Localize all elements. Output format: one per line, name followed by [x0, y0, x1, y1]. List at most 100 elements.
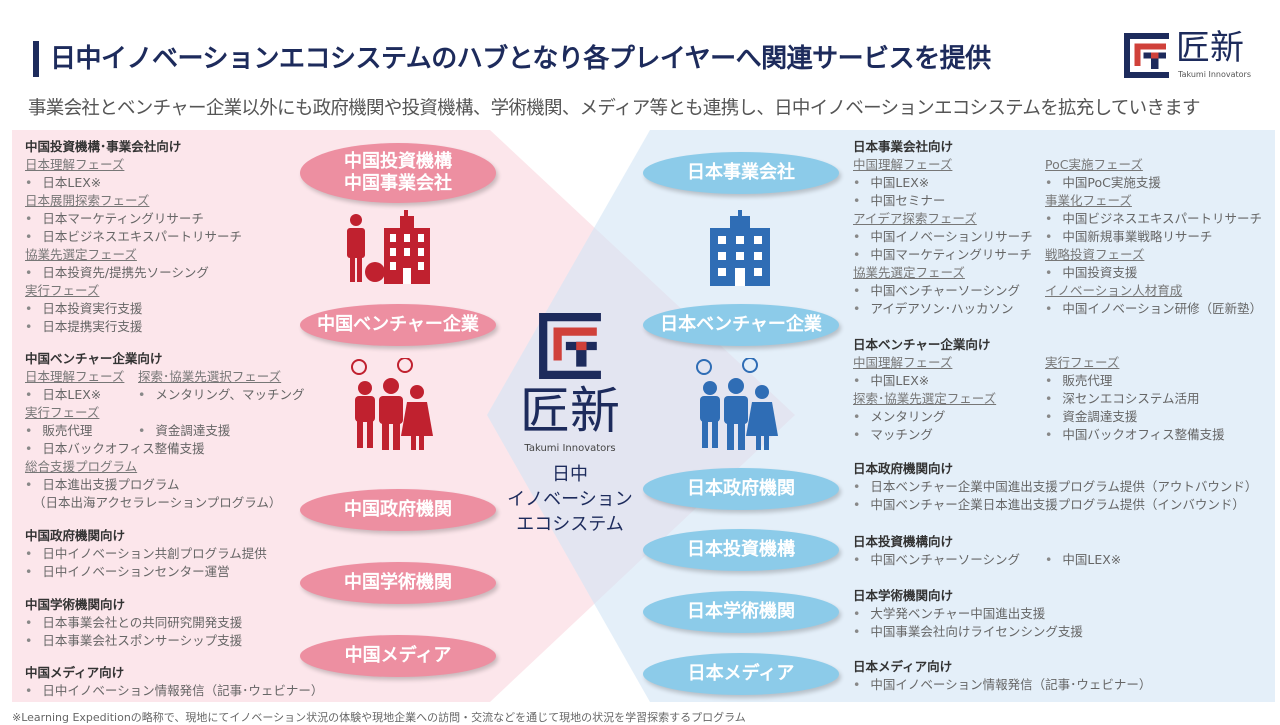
service-item: 大学発ベンチャー中国進出支援 — [853, 605, 1045, 623]
service-item: 日中イノベーション共創プログラム提供 — [25, 545, 266, 563]
service-item: 日中イノベーションセンター運営 — [25, 563, 229, 581]
block-heading: 日本事業会社向け — [853, 139, 954, 154]
service-item: 日中イノベーション情報発信（記事･ウェビナー） — [25, 682, 323, 700]
service-item: 日本投資先/提携先ソーシング — [25, 264, 208, 282]
phase-label: 探索･協業先選定フェーズ — [853, 391, 997, 406]
service-item: 中国イノベーション研修（匠新塾） — [1045, 300, 1262, 318]
phase-label: 実行フェーズ — [25, 283, 100, 298]
china-venture-people-icon — [351, 358, 433, 450]
page-title: 日中イノベーションエコシステムのハブとなり各プレイヤーへ関連サービスを提供 — [50, 44, 991, 74]
china-company-building-icon — [347, 210, 430, 284]
center-logo-mark-icon — [539, 313, 601, 379]
phase-label: 協業先選定フェーズ — [853, 265, 965, 280]
service-item: 日本投資実行支援 — [25, 300, 142, 318]
phase-label: 実行フェーズ — [25, 405, 100, 420]
phase-label: 中国理解フェーズ — [853, 355, 953, 370]
service-item: 販売代理 — [1045, 372, 1112, 390]
japan-player-pill: 日本ベンチャー企業 — [643, 304, 839, 346]
service-item: 日本LEX※ — [25, 174, 101, 192]
japan-player-pill: 日本投資機構 — [643, 529, 839, 571]
block-heading: 中国ベンチャー企業向け — [25, 351, 163, 366]
block-heading: 中国投資機構･事業会社向け — [25, 139, 182, 154]
phase-label: 日本理解フェーズ — [25, 369, 125, 384]
service-item: メンタリング — [853, 408, 945, 426]
phase-label: 事業化フェーズ — [1045, 193, 1132, 208]
japan-player-pill: 日本学術機関 — [643, 591, 839, 633]
footnote: ※Learning Expeditionの略称で、現地にてイノベーション状況の体… — [12, 711, 746, 724]
service-item: 資金調達支援 — [138, 422, 230, 440]
block-heading: 日本投資機構向け — [853, 534, 954, 549]
service-item: 日本マーケティングリサーチ — [25, 210, 204, 228]
block-heading: 中国学術機関向け — [25, 597, 126, 612]
service-item: 中国LEX※ — [853, 372, 929, 390]
service-item: 日本バックオフィス整備支援 — [25, 440, 204, 458]
service-item: 中国LEX※ — [853, 174, 929, 192]
service-item: 中国事業会社向けライセンシング支援 — [853, 623, 1083, 641]
service-item: 中国イノベーションリサーチ — [853, 228, 1032, 246]
service-item: 日本事業会社スポンサーシップ支援 — [25, 632, 242, 650]
service-item: 中国バックオフィス整備支援 — [1045, 426, 1224, 444]
block-heading: 日本メディア向け — [853, 659, 953, 674]
service-item: 中国投資支援 — [1045, 264, 1137, 282]
service-item: 資金調達支援 — [1045, 408, 1137, 426]
phase-label: 日本展開探索フェーズ — [25, 193, 150, 208]
service-item: 日本LEX※ — [25, 386, 101, 404]
center-logo-english: Takumi Innovators — [524, 443, 616, 454]
service-item: 日本ビジネスエキスパートリサーチ — [25, 228, 242, 246]
china-player-pill: 中国メディア — [300, 635, 496, 677]
phase-label: 実行フェーズ — [1045, 355, 1120, 370]
service-item: 中国ベンチャー企業日本進出支援プログラム提供（インバウンド） — [853, 496, 1245, 514]
header-logo-kanji: 匠新 — [1176, 28, 1244, 68]
service-item: アイデアソン･ハッカソン — [853, 300, 1013, 318]
phase-label: 日本理解フェーズ — [25, 157, 125, 172]
service-item: メンタリング、マッチング — [138, 386, 304, 404]
ecosystem-label-line2: イノベーション — [507, 489, 633, 510]
ecosystem-label-line3: エコシステム — [516, 514, 624, 535]
ecosystem-label: 日中 イノベーション エコシステム — [503, 462, 637, 537]
japan-player-pill: 日本政府機関 — [643, 468, 839, 510]
ecosystem-label-line1: 日中 — [552, 464, 588, 485]
phase-label: 中国理解フェーズ — [853, 157, 953, 172]
block-heading: 日本ベンチャー企業向け — [853, 337, 991, 352]
service-item: 中国ビジネスエキスパートリサーチ — [1045, 210, 1262, 228]
block-heading: 中国メディア向け — [25, 665, 125, 680]
service-item: 中国セミナー — [853, 192, 945, 210]
header-logo: 匠新 Takumi Innovators — [1124, 29, 1251, 82]
service-item: 中国PoC実施支援 — [1045, 174, 1160, 192]
takumi-logo-mark-icon — [1124, 33, 1169, 78]
phase-label: 戦略投資フェーズ — [1045, 247, 1145, 262]
service-item: 深センエコシステム活用 — [1045, 390, 1199, 408]
service-item: マッチング — [853, 426, 933, 444]
center-logo-kanji: 匠新 — [520, 382, 620, 440]
block-heading: 日本学術機関向け — [853, 588, 954, 603]
service-item: 日本ベンチャー企業中国進出支援プログラム提供（アウトバウンド） — [853, 478, 1257, 496]
japan-venture-people-icon — [696, 358, 778, 450]
japan-player-pill: 日本事業会社 — [643, 152, 839, 194]
service-item: 販売代理 — [25, 422, 92, 440]
service-item: 日本事業会社との共同研究開発支援 — [25, 614, 242, 632]
china-player-pill: 中国政府機関 — [300, 489, 496, 531]
service-item: 中国ベンチャーソーシング — [853, 551, 1020, 569]
service-item-note: （日本出海アクセラレーションプログラム） — [33, 495, 282, 510]
japan-company-building-icon — [710, 210, 770, 286]
block-heading: 日本政府機関向け — [853, 461, 954, 476]
china-player-pill: 中国学術機関 — [300, 562, 496, 604]
phase-label: 協業先選定フェーズ — [25, 247, 137, 262]
phase-label: 総合支援プログラム — [25, 459, 138, 474]
phase-label: イノベーション人材育成 — [1045, 283, 1183, 298]
china-player-pill: 中国ベンチャー企業 — [300, 304, 496, 346]
service-item: 日本提携実行支援 — [25, 318, 142, 336]
title-accent-bar — [33, 41, 39, 77]
service-item: 中国LEX※ — [1045, 551, 1121, 569]
block-heading: 中国政府機関向け — [25, 528, 126, 543]
service-item: 中国新規事業戦略リサーチ — [1045, 228, 1212, 246]
service-item: 中国ベンチャーソーシング — [853, 282, 1020, 300]
japan-player-pill: 日本メディア — [643, 653, 839, 695]
service-item: 中国イノベーション情報発信（記事･ウェビナー） — [853, 676, 1151, 694]
header-logo-english: Takumi Innovators — [1178, 70, 1251, 79]
china-player-pill: 中国投資機構 中国事業会社 — [300, 143, 496, 203]
phase-label: 探索･協業先選択フェーズ — [138, 369, 282, 384]
phase-label: アイデア探索フェーズ — [853, 211, 977, 226]
service-item: 中国マーケティングリサーチ — [853, 246, 1032, 264]
service-item: 日本進出支援プログラム — [25, 476, 179, 494]
